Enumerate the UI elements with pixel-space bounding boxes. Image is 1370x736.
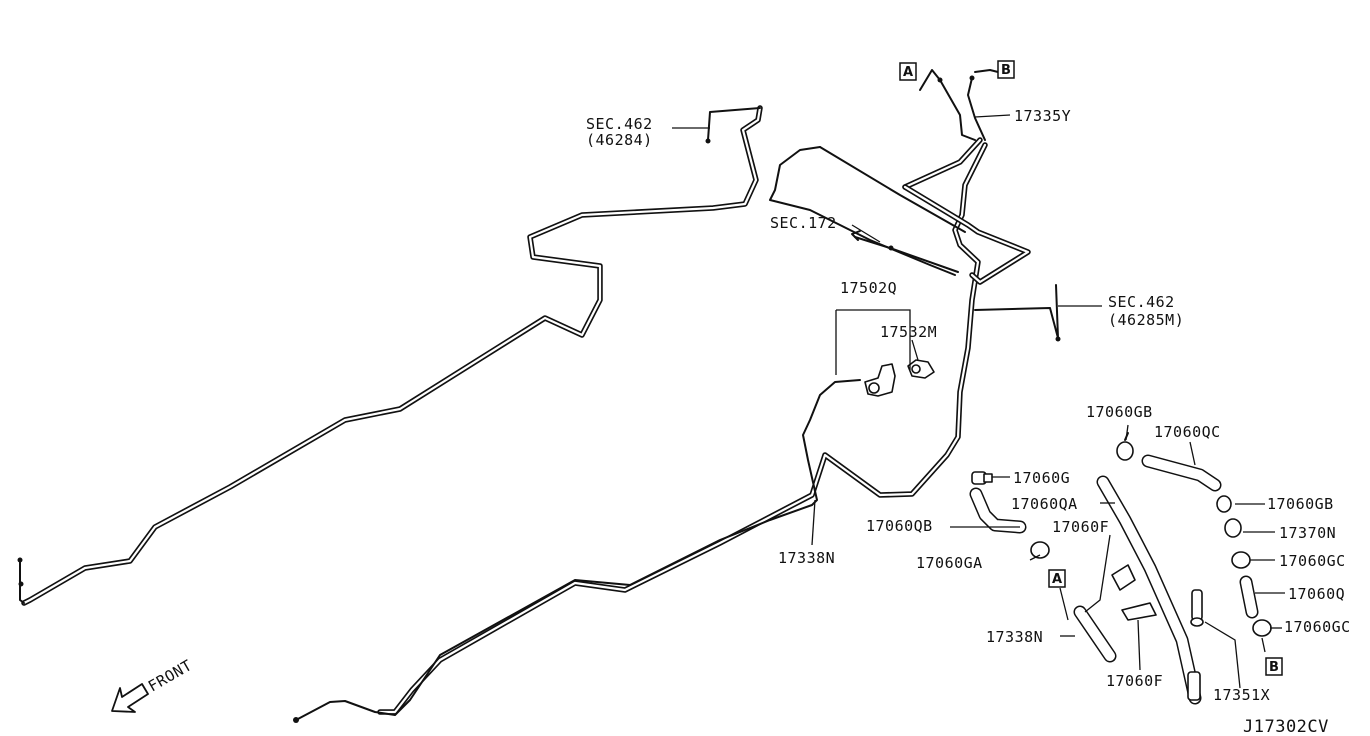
svg-text:A: A	[903, 65, 913, 80]
label-sec462-top: SEC.462	[586, 115, 653, 133]
hose-17060q	[1239, 575, 1259, 619]
label-sec462-right-sub: (46285M)	[1108, 311, 1184, 329]
label-17060gb-top: 17060GB	[1086, 403, 1153, 421]
label-17370n: 17370N	[1279, 524, 1336, 542]
connector-17532m	[907, 359, 935, 379]
connector-17370n	[1224, 518, 1242, 538]
label-17060gb-right: 17060GB	[1267, 495, 1334, 513]
part-labels: SEC.462 (46284) SEC.172 SEC.462 (46285M)…	[586, 107, 1351, 704]
ref-box-top-a: A	[899, 62, 917, 81]
ref-box-lower-b: B	[1265, 657, 1283, 676]
label-17060gc-top: 17060GC	[1279, 552, 1346, 570]
label-17060g: 17060G	[1013, 469, 1070, 487]
clip-17060ga	[1030, 541, 1050, 559]
clip-17060g	[971, 471, 993, 485]
label-sec462-top-sub: (46284)	[586, 131, 653, 149]
label-17060qc: 17060QC	[1154, 423, 1221, 441]
clip-17060gb-right	[1216, 495, 1232, 513]
main-fuel-pipe-assembly	[17, 69, 1061, 723]
label-sec462-right: SEC.462	[1108, 293, 1175, 311]
ref-box-lower-a: A	[1048, 569, 1066, 588]
label-17338n-lower: 17338N	[986, 628, 1043, 646]
hose-17060qc	[1141, 454, 1222, 492]
ref-box-top-b: B	[997, 60, 1015, 79]
label-17351x: 17351X	[1213, 686, 1270, 704]
front-indicator: FRONT	[111, 656, 195, 713]
label-17060qb: 17060QB	[866, 517, 933, 535]
clip-17060f-bottom	[1121, 602, 1157, 621]
label-17060f-top: 17060F	[1052, 518, 1109, 536]
front-arrow-icon	[111, 683, 149, 713]
tube-17351x	[1187, 589, 1204, 701]
svg-text:B: B	[1001, 63, 1011, 78]
clip-17060gc-top	[1231, 551, 1251, 569]
leader-lines	[672, 114, 1285, 689]
svg-text:A: A	[1052, 572, 1062, 587]
label-17060gc-bottom: 17060GC	[1284, 618, 1351, 636]
label-17060f-bottom: 17060F	[1106, 672, 1163, 690]
tube-17338n-lower	[1073, 605, 1117, 663]
label-17060qa: 17060QA	[1011, 495, 1078, 513]
svg-text:B: B	[1269, 660, 1279, 675]
front-label: FRONT	[145, 656, 195, 695]
hose-17060qa	[1096, 475, 1202, 705]
label-17060q: 17060Q	[1288, 585, 1345, 603]
connector-17502q	[864, 363, 896, 397]
label-17060ga: 17060GA	[916, 554, 983, 572]
label-17335y: 17335Y	[1014, 107, 1071, 125]
clip-17060f-top	[1111, 564, 1136, 591]
label-sec172: SEC.172	[770, 214, 837, 232]
clip-17060gb-top	[1116, 432, 1134, 461]
label-17338n-main: 17338N	[778, 549, 835, 567]
diagram-id: J17302CV	[1243, 717, 1329, 736]
label-17502q: 17502Q	[840, 279, 897, 297]
clip-17060gc-bottom	[1252, 619, 1272, 637]
label-17532m: 17532M	[880, 323, 937, 341]
hose-17060qb	[969, 487, 1027, 534]
